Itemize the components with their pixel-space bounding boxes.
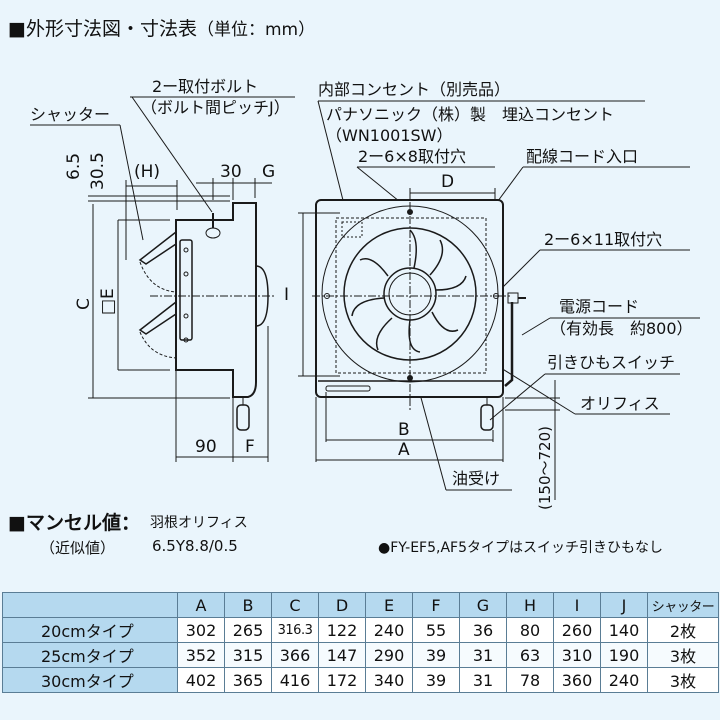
- cell: 265: [224, 617, 272, 643]
- cell: 365: [224, 667, 272, 693]
- cell: 3枚: [647, 642, 719, 668]
- dimension-table: A B C D E F G H I J シャッター 20cmタイプ 302 26…: [2, 592, 719, 693]
- header-cell: シャッター: [647, 592, 719, 618]
- dim-6-5: 6.5: [64, 152, 84, 180]
- cell: 39: [412, 642, 460, 668]
- cell: 78: [506, 667, 554, 693]
- cell: 31: [459, 642, 507, 668]
- row-type: 20cmタイプ: [2, 617, 178, 643]
- dim-90: 90: [195, 437, 217, 457]
- header-cell: I: [553, 592, 601, 618]
- header-cell: H: [506, 592, 554, 618]
- front-view-drawing: [298, 100, 700, 500]
- header-cell: [2, 592, 178, 618]
- model-note: ●FY-EF5,AF5タイプはスイッチ引きひもなし: [378, 540, 664, 556]
- bolt-pitch-label: （ボルト間ピッチJ）: [141, 98, 290, 117]
- cord-entry-label: 配線コード入口: [526, 147, 639, 166]
- bolt-label: 2ー取付ボルト: [152, 77, 259, 96]
- dim-cord-range: (150〜720): [536, 426, 554, 510]
- cell: 190: [600, 642, 648, 668]
- cord-length-label: （有効長 約800）: [550, 319, 693, 338]
- dim-g: G: [262, 162, 276, 182]
- cell: 3枚: [647, 667, 719, 693]
- header-cell: D: [318, 592, 366, 618]
- dim-f: F: [245, 437, 255, 457]
- cell: 36: [459, 617, 507, 643]
- outlet-maker-label: パナソニック（株）製 埋込コンセント: [326, 105, 615, 124]
- table-row: 30cmタイプ 402 365 416 172 340 39 31 78 360…: [2, 667, 719, 693]
- cell: 31: [459, 667, 507, 693]
- cell: 316.3: [271, 617, 319, 643]
- oil-tray-label: 油受け: [452, 469, 501, 488]
- header-cell: G: [459, 592, 507, 618]
- cell: 416: [271, 667, 319, 693]
- row-type: 30cmタイプ: [2, 667, 178, 693]
- cell: 366: [271, 642, 319, 668]
- table-row: 25cmタイプ 352 315 366 147 290 39 31 63 310…: [2, 642, 719, 668]
- outlet-model-label: （WN1001SW）: [326, 126, 453, 145]
- header-cell: F: [412, 592, 460, 618]
- header-cell: B: [224, 592, 272, 618]
- side-view-drawing: [30, 96, 295, 462]
- cell: 2枚: [647, 617, 719, 643]
- holes-large-label: 2ー6×11取付穴: [544, 230, 663, 249]
- cell: 352: [177, 642, 225, 668]
- holes-small-label: 2ー6×8取付穴: [358, 147, 466, 166]
- header-cell: E: [365, 592, 413, 618]
- page-title: ■外形寸法図・寸法表（単位：mm）: [8, 14, 315, 41]
- dim-h: (H): [134, 162, 161, 182]
- cell: 260: [553, 617, 601, 643]
- shutter-label: シャッター: [30, 105, 111, 124]
- orifice-label: オリフィス: [580, 394, 660, 413]
- cell: 302: [177, 617, 225, 643]
- dim-e: □E: [98, 288, 118, 315]
- cell: 315: [224, 642, 272, 668]
- dim-a: A: [398, 440, 410, 460]
- title-main: ■外形寸法図・寸法表: [8, 18, 197, 40]
- pull-switch-label: 引きひもスイッチ: [547, 353, 676, 372]
- cell: 39: [412, 667, 460, 693]
- title-unit: （単位：mm）: [196, 20, 316, 40]
- dim-30-5: 30.5: [88, 152, 108, 190]
- cell: 402: [177, 667, 225, 693]
- munsell-heading: ■マンセル値：: [8, 512, 140, 534]
- power-cord-label: 電源コード: [559, 297, 640, 316]
- header-cell: A: [177, 592, 225, 618]
- table-row: 20cmタイプ 302 265 316.3 122 240 55 36 80 2…: [2, 617, 719, 643]
- dim-30: 30: [220, 162, 242, 182]
- cell: 240: [365, 617, 413, 643]
- cell: 290: [365, 642, 413, 668]
- dimension-drawing: [30, 96, 700, 500]
- cell: 147: [318, 642, 366, 668]
- cell: 63: [506, 642, 554, 668]
- header-cell: C: [271, 592, 319, 618]
- outlet-label: 内部コンセント（別売品）: [318, 80, 511, 99]
- munsell-approx: （近似値）: [40, 539, 116, 557]
- cell: 310: [553, 642, 601, 668]
- cell: 240: [600, 667, 648, 693]
- cell: 360: [553, 667, 601, 693]
- dim-b: B: [398, 420, 410, 440]
- cell: 172: [318, 667, 366, 693]
- cell: 55: [412, 617, 460, 643]
- munsell-value: 6.5Y8.8/0.5: [152, 537, 238, 555]
- cell: 140: [600, 617, 648, 643]
- cell: 122: [318, 617, 366, 643]
- header-cell: J: [600, 592, 648, 618]
- munsell-subject: 羽根オリフィス: [150, 515, 248, 531]
- cell: 80: [506, 617, 554, 643]
- table-header-row: A B C D E F G H I J シャッター: [2, 592, 719, 618]
- dim-i: I: [284, 285, 290, 305]
- cell: 340: [365, 667, 413, 693]
- dim-c: C: [74, 298, 94, 310]
- dim-d: D: [441, 172, 455, 192]
- row-type: 25cmタイプ: [2, 642, 178, 668]
